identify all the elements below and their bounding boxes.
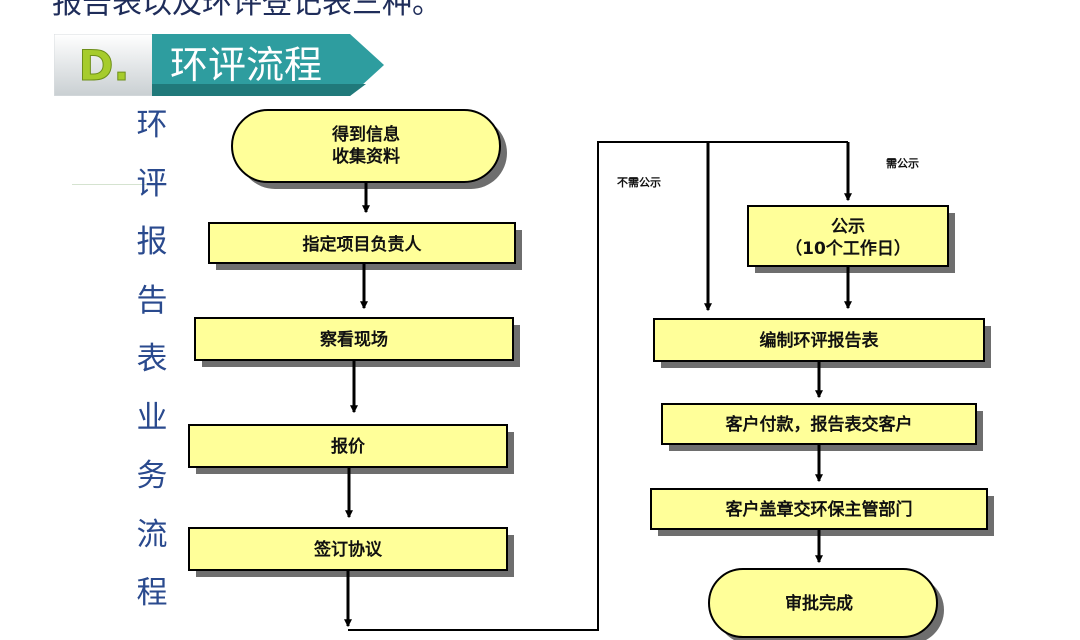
start-line-2: 收集资料 (332, 146, 400, 167)
vertical-char: 务 (136, 458, 168, 494)
section-banner (152, 34, 384, 96)
vertical-char: 报 (136, 224, 168, 260)
stamp-label: 客户盖章交环保主管部门 (725, 499, 913, 520)
compile-report-node: 编制环评报告表 (653, 318, 991, 368)
section-logo-icon: D. (54, 34, 154, 96)
vertical-char: 评 (136, 165, 168, 202)
vertical-char: 业 (136, 399, 168, 436)
notice-node: 公示 （10个工作日） (747, 205, 955, 273)
quote-label: 报价 (331, 436, 366, 457)
survey-label: 察看现场 (319, 329, 388, 350)
vertical-title: 环 评 报 告 表 业 务 流 程 (128, 96, 176, 623)
start-node: 得到信息 收集资料 (231, 109, 507, 189)
start-line-1: 得到信息 (331, 124, 400, 145)
divider (72, 184, 152, 185)
stamp-submit-node: 客户盖章交环保主管部门 (650, 488, 994, 536)
assign-label: 指定项目负责人 (303, 234, 423, 255)
vertical-char: 告 (136, 282, 168, 319)
compile-label: 编制环评报告表 (760, 330, 880, 351)
vertical-char: 表 (136, 341, 168, 377)
notice-line-1: 公示 (831, 217, 865, 237)
end-label: 审批完成 (785, 593, 853, 614)
sign-label: 签订协议 (313, 539, 383, 560)
section-title: 环评流程 (170, 43, 323, 87)
sign-node: 签订协议 (188, 527, 514, 577)
assign-manager-node: 指定项目负责人 (208, 222, 522, 270)
survey-node: 察看现场 (194, 317, 520, 367)
logo-letter: D. (79, 41, 130, 90)
vertical-char: 程 (136, 575, 168, 611)
vertical-char: 环 (136, 107, 168, 143)
top-caption: 报告表以及环评登记表三种。 (52, 0, 442, 21)
vertical-char: 流 (136, 516, 168, 553)
notice-line-2: （10个工作日） (785, 238, 911, 259)
payment-label: 客户付款，报告表交客户 (725, 414, 913, 435)
end-node: 审批完成 (708, 568, 944, 640)
connector-line (348, 141, 848, 631)
quote-node: 报价 (188, 424, 514, 474)
notice-label: 需公示 (886, 157, 919, 170)
no-notice-label: 不需公示 (617, 176, 661, 189)
payment-node: 客户付款，报告表交客户 (661, 403, 983, 451)
